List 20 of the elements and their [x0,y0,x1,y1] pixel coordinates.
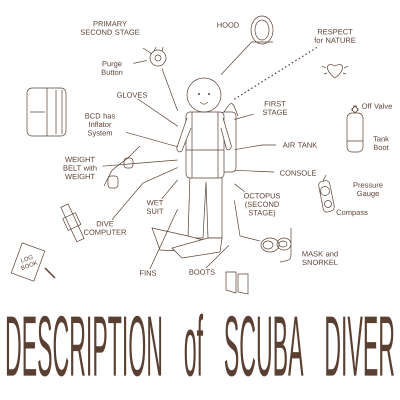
leader-line [162,180,178,200]
mask-drawing [260,228,292,262]
title: DESCRIPTION of SCUBA DIVER [6,314,394,376]
dotted-line [234,46,318,100]
leader-line [234,200,260,242]
leader-line [126,132,178,148]
leader-line [206,245,230,268]
leader-line [234,183,246,192]
leader-line [234,144,276,150]
leader-line [150,208,178,270]
leader-line [220,42,252,75]
leader-line [162,68,178,112]
leader-line [234,114,254,120]
leader-line [138,98,178,127]
leader-line [234,170,274,172]
regulator-drawing [142,46,166,66]
leader-line [133,60,148,64]
hood-drawing [250,16,274,44]
leader-line [112,167,178,220]
leader-line [102,160,178,167]
